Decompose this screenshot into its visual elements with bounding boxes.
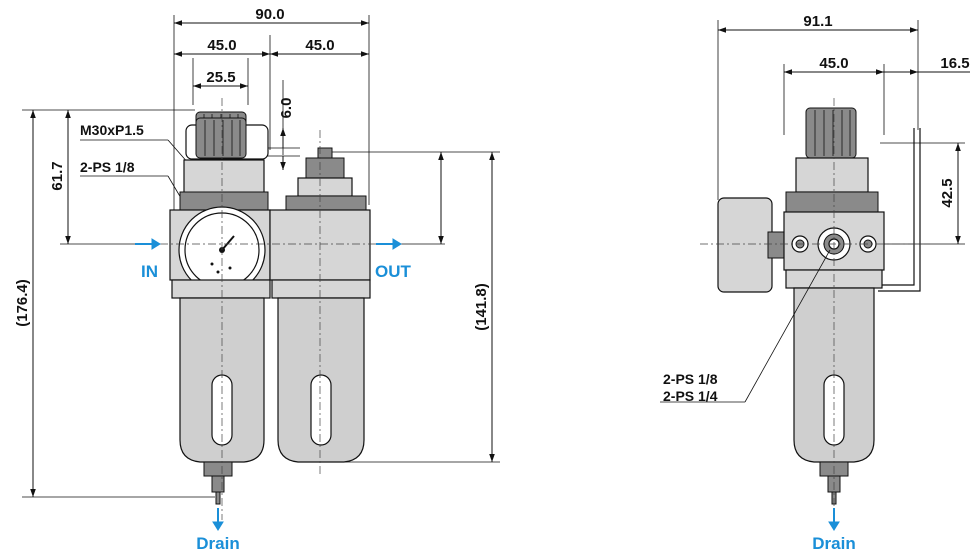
drain-label: Drain [196,534,239,553]
dim-half-width-right: 45.0 [305,37,334,54]
side-drain-label: Drain [812,534,855,553]
filter-regulator [169,111,271,505]
dim-bracket-offset: 16.5 [940,55,969,72]
side-view: 91.1 45.0 16.5 42.5 2-PS 1/8 2-PS 1/4 Dr… [660,13,970,553]
front-view: 90.0 45.0 45.0 25.5 6.0 61.7 (176.4) (14… [14,6,500,553]
side-port-b-label: 2-PS 1/4 [663,388,718,404]
dim-inlet-height: 61.7 [49,161,66,190]
dim-half-width-left: 45.0 [207,37,236,54]
inlet-label: IN [141,262,158,281]
dim-knob-offset: 6.0 [278,98,295,119]
gauge-port-label: 2-PS 1/8 [80,159,135,175]
outlet-label: OUT [375,262,412,281]
dim-port-height: 42.5 [939,178,956,207]
dim-knob-width: 25.5 [206,69,235,86]
dim-overall-depth: 91.1 [803,13,832,30]
dim-overall-width: 90.0 [255,6,284,23]
dim-overall-height: (176.4) [14,279,31,327]
dim-lubricator-height: (141.8) [473,283,490,331]
side-port-a-label: 2-PS 1/8 [663,371,718,387]
dim-half-depth: 45.0 [819,55,848,72]
thread-label: M30xP1.5 [80,122,144,138]
